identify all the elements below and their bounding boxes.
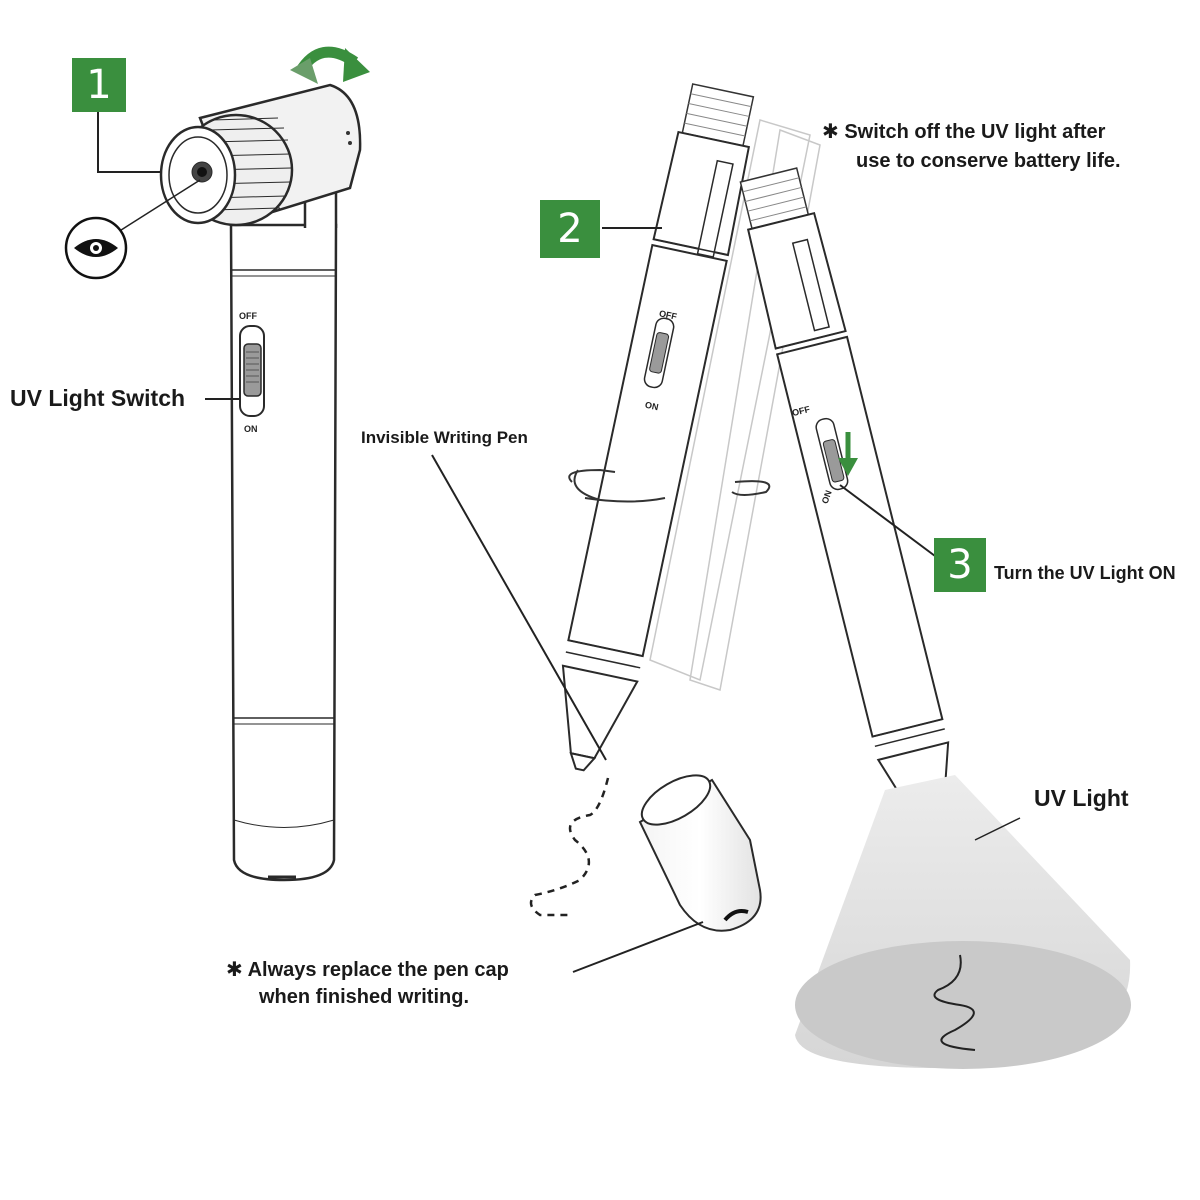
invisible-ink-trace — [529, 777, 610, 917]
battery-note-line2: use to conserve battery life. — [856, 150, 1121, 172]
uv-light-leader — [974, 817, 1021, 841]
rotation-icon — [568, 468, 771, 503]
battery-note: ✱ Switch off the UV light after use to c… — [822, 117, 1121, 176]
rotate-arrow-icon — [290, 46, 370, 84]
step3-leader — [839, 484, 936, 557]
pen-2 — [561, 83, 755, 772]
step1-leader — [97, 108, 160, 173]
invisible-writing-pen-label: Invisible Writing Pen — [361, 428, 528, 447]
pen-1-switch-on-label: ON — [244, 424, 258, 434]
step-1-badge: 1 — [72, 58, 126, 112]
pen-cap-note-line2: when finished writing. — [259, 986, 469, 1008]
step-2-badge: 2 — [540, 200, 600, 258]
revealed-writing — [933, 954, 976, 1051]
pen-body — [229, 223, 338, 882]
uv-light-switch-label: UV Light Switch — [10, 385, 186, 411]
pen-3 — [739, 167, 950, 839]
pen-2-switch-slider — [649, 332, 670, 374]
invisible-pen-leader — [431, 454, 607, 761]
uv-light-label: UV Light — [1034, 785, 1129, 811]
pen-2-ghost — [649, 119, 821, 691]
eye-leader — [117, 179, 201, 233]
asterisk-icon: ✱ — [226, 957, 243, 981]
pen-cap-note: ✱ Always replace the pen cap when finish… — [226, 956, 509, 1011]
uv-light-cone — [795, 775, 1131, 1069]
turn-uv-on-caption: Turn the UV Light ON — [994, 563, 1176, 583]
step-3-badge: 3 — [934, 538, 986, 592]
pen-with-magnifier — [159, 83, 362, 882]
pen-cap-note-line1: Always replace the pen cap — [247, 959, 509, 981]
pen-2-clip — [696, 159, 734, 258]
asterisk-icon: ✱ — [822, 119, 839, 143]
pen-1-switch-off-label: OFF — [239, 311, 257, 321]
down-arrow-icon — [838, 432, 858, 476]
eye-icon — [64, 216, 128, 280]
battery-note-line1: Switch off the UV light after — [844, 121, 1106, 143]
cap-leader — [572, 921, 704, 973]
pen-3-clip — [791, 238, 830, 332]
pen-cap — [638, 774, 762, 932]
